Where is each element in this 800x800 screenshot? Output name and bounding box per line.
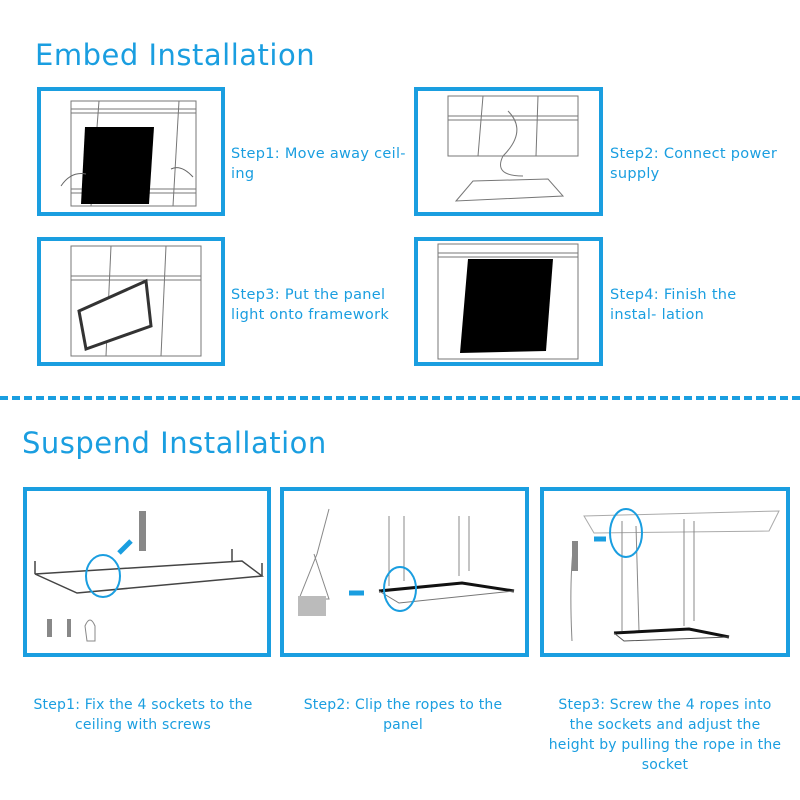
embed-step1-text: Step1: Move away ceil- ing xyxy=(231,146,406,182)
embed-step3-text: Step3: Put the panel light onto framewor… xyxy=(231,287,390,323)
embed-step4-illustration xyxy=(414,237,603,366)
suspend-step3-text: Step3: Screw the 4 ropes into the socket… xyxy=(548,697,782,773)
suspend-step1-text: Step1: Fix the 4 sockets to the ceiling … xyxy=(33,697,253,733)
suspend-step2-illustration xyxy=(280,487,529,657)
embed-step2-illustration xyxy=(414,87,603,216)
embed-step1-illustration xyxy=(37,87,225,216)
suspend-step2-text: Step2: Clip the ropes to the panel xyxy=(303,697,503,733)
suspend-installation-title: Suspend Installation xyxy=(22,426,327,460)
embed-step2-text: Step2: Connect power supply xyxy=(610,146,778,182)
embed-installation-title: Embed Installation xyxy=(35,38,316,72)
embed-step3-illustration xyxy=(37,237,225,366)
section-divider xyxy=(0,396,800,400)
suspend-step1-illustration xyxy=(23,487,271,657)
embed-step4-text: Step4: Finish the instal- lation xyxy=(610,287,737,323)
suspend-step3-illustration xyxy=(540,487,790,657)
